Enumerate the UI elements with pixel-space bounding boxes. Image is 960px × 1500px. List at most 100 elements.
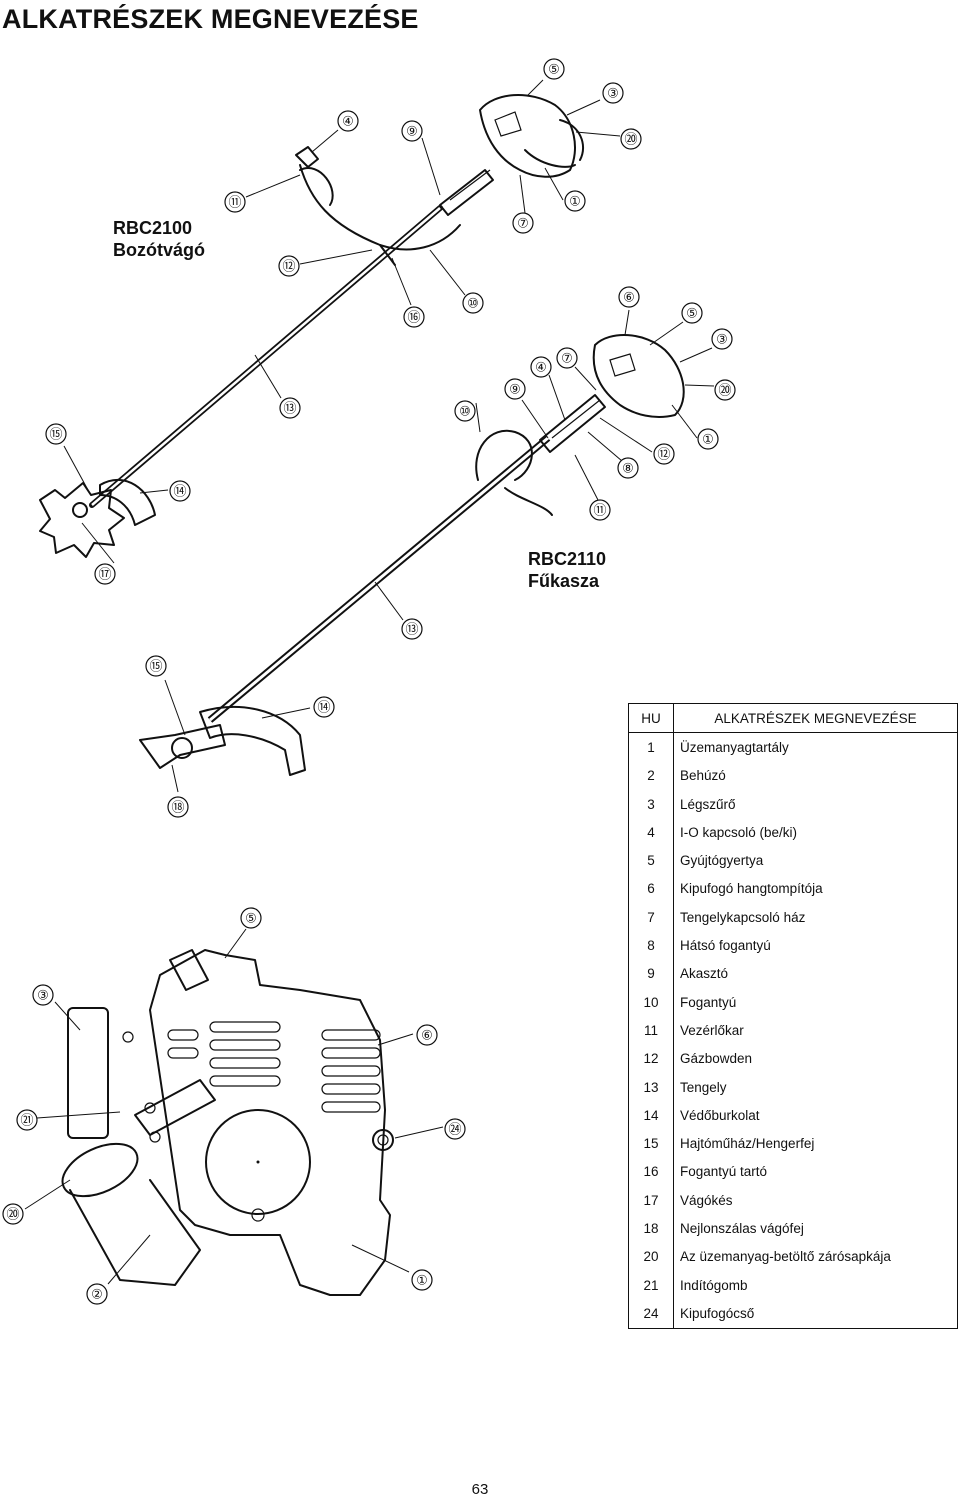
part-number: 1 — [628, 732, 674, 762]
callout-marker: ⑮ — [145, 655, 167, 677]
callout-marker: ⑱ — [167, 796, 189, 818]
model-code: RBC2100 — [113, 218, 193, 238]
callouts-engine: ⑤ ③ ⑥ ㉑ ㉔ ⑳ ② ① — [2, 907, 466, 1305]
svg-text:⑨: ⑨ — [406, 124, 418, 139]
part-name: Tengelykapcsoló ház — [673, 903, 958, 932]
model-name: Fűkasza — [528, 571, 600, 591]
callout-marker: ⑦ — [512, 212, 534, 234]
svg-text:⑰: ⑰ — [98, 567, 111, 582]
svg-text:⑪: ⑪ — [593, 503, 606, 518]
part-name: Hátsó fogantyú — [673, 931, 958, 960]
callout-marker: ⑮ — [45, 423, 67, 445]
svg-text:⑱: ⑱ — [171, 800, 184, 815]
part-name: Az üzemanyag-betöltő zárósapkája — [673, 1242, 958, 1271]
svg-text:⑯: ⑯ — [407, 310, 420, 325]
svg-text:③: ③ — [607, 86, 619, 101]
part-name: Üzemanyagtartály — [673, 732, 958, 762]
part-name: Nejlonszálas vágófej — [673, 1214, 958, 1243]
part-name: Kipufogócső — [673, 1299, 958, 1329]
svg-text:⑭: ⑭ — [317, 700, 330, 715]
part-number: 9 — [628, 959, 674, 988]
part-number: 18 — [628, 1214, 674, 1243]
callout-marker: ⑰ — [94, 563, 116, 585]
callout-marker: ⑤ — [543, 58, 565, 80]
part-name: Akasztó — [673, 959, 958, 988]
svg-text:⑩: ⑩ — [459, 404, 471, 419]
svg-text:⑤: ⑤ — [245, 911, 257, 926]
part-number: 8 — [628, 931, 674, 960]
callouts-brushcutter: ⑤ ③ ④ ⑨ ⑳ ⑪ ① ⑦ ⑫ ⑯ ⑩ ⑬ ⑮ ⑭ ⑰ — [45, 58, 642, 585]
grass-trimmer-drawing — [139, 334, 685, 776]
callout-marker: ⑭ — [169, 480, 191, 502]
part-name: Fogantyú — [673, 987, 958, 1017]
part-name: Gázbowden — [673, 1044, 958, 1073]
svg-text:⑳: ⑳ — [718, 383, 731, 398]
callout-marker: ⑨ — [504, 378, 526, 400]
callout-marker: ⑪ — [589, 499, 611, 521]
callout-marker: ⑬ — [401, 618, 423, 640]
svg-text:①: ① — [702, 432, 714, 447]
svg-text:⑥: ⑥ — [421, 1028, 433, 1043]
part-number: 14 — [628, 1101, 674, 1130]
callout-marker: ⑬ — [279, 397, 301, 419]
callout-marker: ② — [86, 1283, 108, 1305]
callout-marker: ⑯ — [403, 306, 425, 328]
callout-marker: ① — [697, 428, 719, 450]
svg-text:㉑: ㉑ — [20, 1113, 33, 1128]
svg-text:⑮: ⑮ — [149, 659, 162, 674]
svg-text:④: ④ — [535, 360, 547, 375]
callouts-grass-trimmer: ⑥ ⑤ ③ ⑦ ④ ⑨ ⑳ ⑩ ⑫ ① ⑧ ⑪ ⑬ ⑮ ⑭ ⑱ — [145, 286, 736, 818]
svg-text:⑤: ⑤ — [686, 306, 698, 321]
callout-marker: ④ — [530, 356, 552, 378]
callout-marker: ③ — [602, 82, 624, 104]
model-label-grass-trimmer: RBC2110 Fűkasza — [528, 548, 606, 592]
part-number: 6 — [628, 874, 674, 904]
callout-marker: ③ — [32, 984, 54, 1006]
page-number: 63 — [471, 1481, 489, 1498]
part-name: Tengely — [673, 1072, 958, 1102]
svg-text:⑪: ⑪ — [228, 195, 241, 210]
model-name: Bozótvágó — [113, 240, 205, 260]
part-number: 10 — [628, 987, 674, 1017]
svg-text:⑫: ⑫ — [282, 259, 295, 274]
model-label-brushcutter: RBC2100 Bozótvágó — [113, 217, 205, 261]
svg-text:①: ① — [569, 194, 581, 209]
svg-text:⑦: ⑦ — [561, 351, 573, 366]
callout-marker: ⑨ — [401, 120, 423, 142]
callout-marker: ⑳ — [620, 128, 642, 150]
part-name: Kipufogó hangtompítója — [673, 874, 958, 904]
part-number: 24 — [628, 1299, 674, 1329]
callout-marker: ⑦ — [556, 347, 578, 369]
svg-text:⑫: ⑫ — [657, 447, 670, 462]
svg-text:⑤: ⑤ — [548, 62, 560, 77]
part-name: I-O kapcsoló (be/ki) — [673, 818, 958, 847]
svg-text:⑬: ⑬ — [283, 401, 296, 416]
brushcutter-drawing — [39, 94, 585, 558]
svg-text:⑳: ⑳ — [624, 132, 637, 147]
callout-marker: ⑭ — [313, 696, 335, 718]
part-name: Vezérlőkar — [673, 1016, 958, 1045]
callout-marker: ⑩ — [454, 400, 476, 422]
part-number: 12 — [628, 1044, 674, 1073]
svg-text:④: ④ — [342, 114, 354, 129]
svg-text:③: ③ — [716, 332, 728, 347]
part-name: Védőburkolat — [673, 1101, 958, 1130]
part-name: Behúzó — [673, 761, 958, 790]
callout-marker: ⑫ — [278, 255, 300, 277]
svg-text:⑮: ⑮ — [49, 427, 62, 442]
svg-text:⑭: ⑭ — [173, 484, 186, 499]
